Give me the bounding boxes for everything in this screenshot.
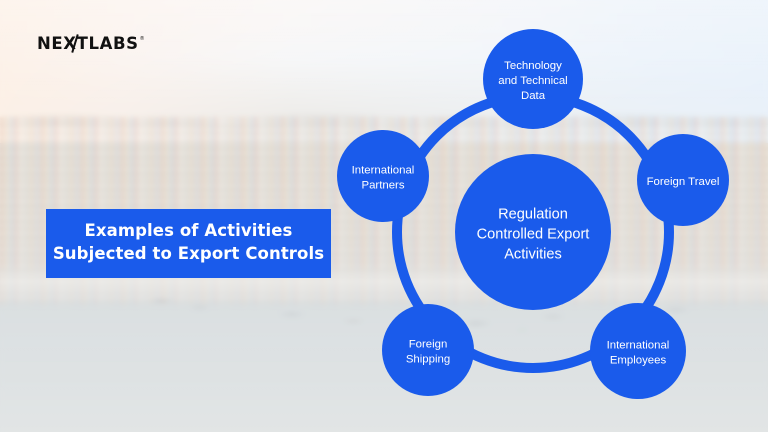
registered-trademark-icon: ® bbox=[139, 36, 145, 42]
title-line-2: Subjected to Export Controls bbox=[52, 244, 325, 264]
nextlabs-logo: NEXTLABS ® bbox=[37, 34, 145, 53]
node-international-employees-circle[interactable] bbox=[590, 303, 686, 399]
node-foreign-shipping-circle[interactable] bbox=[382, 304, 474, 396]
node-international-partners-circle[interactable] bbox=[337, 130, 429, 222]
node-foreign-travel-label: Foreign Travel bbox=[647, 176, 720, 188]
center-node-circle[interactable] bbox=[455, 154, 611, 310]
node-technology-and-technical-data-circle[interactable] bbox=[483, 29, 583, 129]
title-line-1: Examples of Activities bbox=[84, 221, 293, 240]
title-banner: Examples of Activities Subjected to Expo… bbox=[46, 209, 331, 278]
node-foreign-travel-circle[interactable] bbox=[637, 134, 729, 226]
nextlabs-wordmark: NEXTLABS bbox=[37, 34, 139, 53]
node-foreign-travel[interactable]: Foreign Travel bbox=[637, 134, 729, 226]
